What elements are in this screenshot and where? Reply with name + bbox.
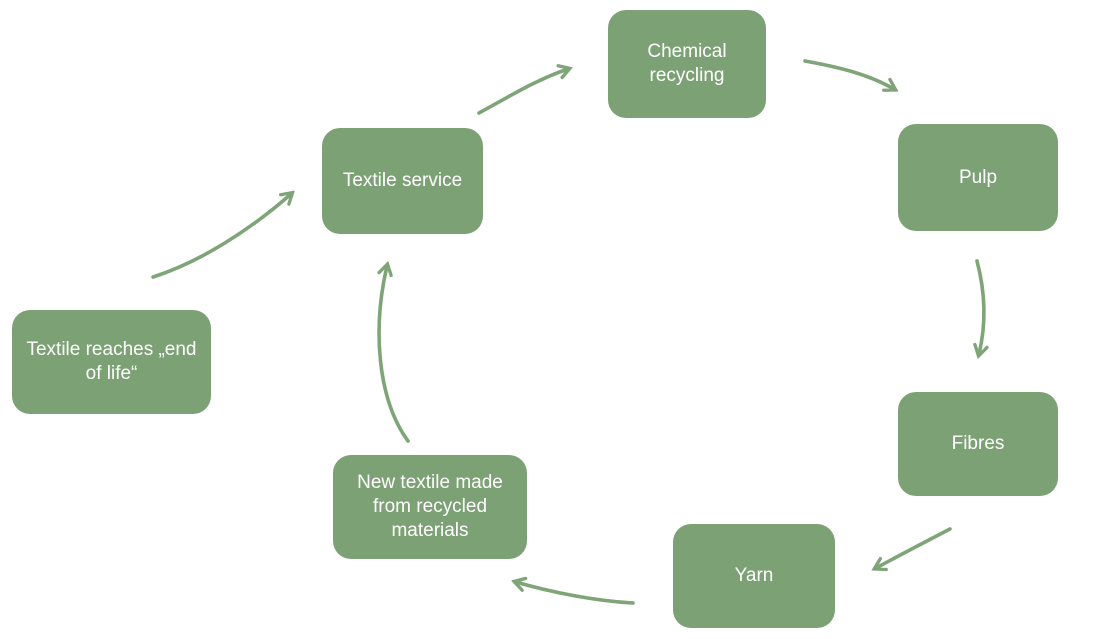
node-end-of-life-label: Textile reaches „end of life“ [26,339,197,384]
node-new-textile: New textile made from recycled materials [333,455,527,559]
node-textile-service: Textile service [322,128,483,234]
node-fibres-label: Fibres [951,433,1005,455]
arrow-endoflife-to-textileservice-icon [151,194,291,279]
arrow-chemicalrecycling-to-pulp-icon [803,59,894,89]
node-pulp: Pulp [898,124,1058,231]
arrow-newtextile-to-textileservice-icon [377,266,410,443]
node-textile-service-label: Textile service [342,170,463,192]
node-new-textile-label: New textile made from recycled materials [357,472,503,541]
node-fibres: Fibres [898,392,1058,496]
arrow-pulp-to-fibres-icon [977,259,984,354]
node-pulp-label: Pulp [958,166,998,188]
node-end-of-life: Textile reaches „end of life“ [12,310,211,414]
arrow-yarn-to-newtextile-icon [516,582,635,605]
node-chemical-recycling: Chemical recycling [608,10,766,118]
node-yarn: Yarn [673,524,835,628]
arrow-textileservice-to-chemicalrecycling-icon [477,69,568,115]
arrow-fibres-to-yarn-icon [876,527,952,568]
node-chemical-recycling-label: Chemical recycling [647,41,727,86]
node-yarn-label: Yarn [734,565,774,587]
